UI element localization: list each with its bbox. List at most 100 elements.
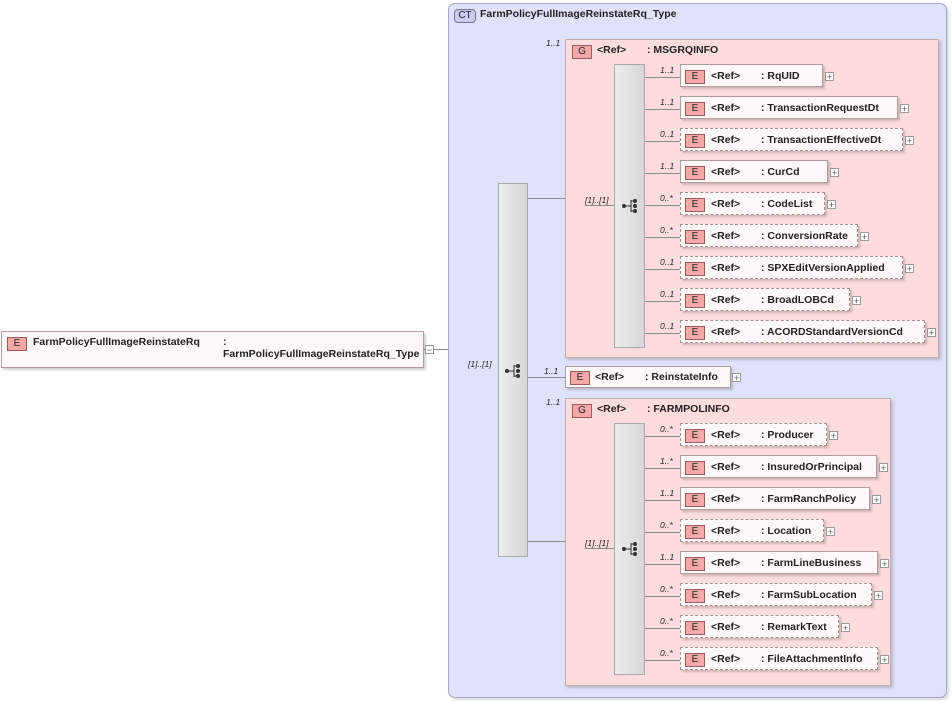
element-card: 0..* (660, 225, 673, 235)
root-element-name: FarmPolicyFullImageReinstateRq (33, 336, 200, 348)
element-name: : TransactionEffectiveDt (761, 134, 882, 146)
group-name: : FARMPOLINFO (647, 403, 730, 415)
element-ref: <Ref> (595, 371, 625, 383)
child-element[interactable]: E<Ref>: SPXEditVersionApplied+ (680, 256, 914, 279)
expand-icon[interactable]: + (826, 527, 835, 537)
element-name: : TransactionRequestDt (761, 102, 879, 114)
child-element[interactable]: E<Ref>: Location+ (680, 519, 835, 542)
element-ref: <Ref> (711, 70, 741, 82)
child-element[interactable]: E<Ref>: FarmRanchPolicy+ (680, 487, 881, 510)
child-element[interactable]: E<Ref>: FarmLineBusiness+ (680, 551, 889, 574)
root-element[interactable]: E FarmPolicyFullImageReinstateRq : FarmP… (1, 331, 434, 368)
element-tag: E (685, 589, 705, 603)
element-name: : ConversionRate (761, 230, 848, 242)
element-tag: E (685, 557, 705, 571)
element-ref: <Ref> (711, 493, 741, 505)
element-name: : CurCd (761, 166, 800, 178)
connector (645, 468, 680, 469)
connector (645, 436, 680, 437)
element-card: 1..1 (660, 488, 675, 498)
element-card: 1..1 (660, 97, 675, 107)
element-ref: <Ref> (711, 102, 741, 114)
element-name: : ReinstateInfo (645, 371, 718, 383)
child-element[interactable]: E<Ref>: RemarkText+ (680, 615, 850, 638)
element-ref: <Ref> (711, 525, 741, 537)
element-ref: <Ref> (711, 294, 741, 306)
element-ref: <Ref> (711, 262, 741, 274)
child-element[interactable]: E<Ref>: CodeList+ (680, 192, 836, 215)
connector (645, 500, 680, 501)
element-tag: E (685, 134, 705, 148)
expand-icon[interactable]: + (830, 168, 839, 178)
expand-icon[interactable]: + (872, 495, 881, 505)
expand-icon[interactable]: + (905, 264, 914, 274)
element-tag: E (685, 525, 705, 539)
expand-icon[interactable]: + (879, 463, 888, 473)
root-connector (423, 349, 448, 350)
element-ref: <Ref> (711, 653, 741, 665)
child-element[interactable]: E<Ref>: TransactionRequestDt+ (680, 96, 909, 119)
connector (645, 564, 680, 565)
connector (585, 205, 615, 206)
element-ref: <Ref> (711, 134, 741, 146)
child-element[interactable]: E<Ref>: RqUID+ (680, 64, 834, 87)
element-tag: E (570, 371, 590, 385)
connector (645, 532, 680, 533)
connector (645, 109, 680, 110)
group-tag: G (572, 404, 592, 418)
expand-icon[interactable]: + (927, 328, 936, 338)
connector (645, 333, 680, 334)
connector (528, 377, 565, 378)
element-ref: <Ref> (711, 557, 741, 569)
child-element[interactable]: E<Ref>: FileAttachmentInfo+ (680, 647, 889, 670)
child-element[interactable]: E<Ref>: Producer+ (680, 423, 838, 446)
child-element[interactable]: E<Ref>: FarmSubLocation+ (680, 583, 883, 606)
expand-icon[interactable]: + (880, 559, 889, 569)
expand-icon[interactable]: + (825, 72, 834, 82)
expand-icon[interactable]: + (732, 373, 741, 383)
child-element[interactable]: E<Ref>: CurCd+ (680, 160, 839, 183)
element-name: : FarmRanchPolicy (761, 493, 857, 505)
element-tag: E (685, 262, 705, 276)
element-name: : CodeList (761, 198, 813, 210)
element-name: : RqUID (761, 70, 800, 82)
child-element[interactable]: E<Ref>: ACORDStandardVersionCd+ (680, 320, 936, 343)
child-element[interactable]: E<Ref>: InsuredOrPrincipal+ (680, 455, 888, 478)
connector (645, 173, 680, 174)
element-tag: E (685, 326, 705, 340)
element-card: 0..* (660, 616, 673, 626)
child-element[interactable]: E<Ref>: ConversionRate+ (680, 224, 869, 247)
connector (645, 237, 680, 238)
group-sequence-card: [1]..[1] (585, 538, 609, 548)
expand-icon[interactable]: + (829, 431, 838, 441)
expand-icon[interactable]: + (900, 104, 909, 114)
child-element[interactable]: E <Ref> : TransactionEffectiveDt + (680, 128, 914, 151)
child-element[interactable]: E<Ref>: BroadLOBCd+ (680, 288, 861, 311)
sequence-icon (622, 198, 642, 219)
expand-icon[interactable]: + (860, 232, 869, 242)
element-tag: E (7, 337, 27, 351)
element-name: : ACORDStandardVersionCd (761, 326, 903, 338)
expand-icon[interactable]: + (827, 200, 836, 210)
element-card: 1..* (660, 456, 673, 466)
element-reinstateinfo[interactable]: E <Ref> : ReinstateInfo + (565, 366, 741, 388)
element-tag: E (685, 429, 705, 443)
group-name: : MSGRQINFO (647, 44, 719, 56)
expand-icon[interactable]: + (905, 136, 914, 146)
complex-type-tag: CT (454, 9, 476, 23)
sequence-icon (622, 541, 642, 562)
collapse-icon[interactable]: − (425, 345, 434, 355)
group-card: 1..1 (546, 397, 561, 407)
group-sequence-card: [1]..[1] (585, 195, 609, 205)
expand-icon[interactable]: + (880, 655, 889, 665)
group-ref: <Ref> (597, 44, 627, 56)
element-ref: <Ref> (711, 198, 741, 210)
element-card: 0..1 (660, 257, 675, 267)
group-ref: <Ref> (597, 403, 627, 415)
expand-icon[interactable]: + (874, 591, 883, 601)
expand-icon[interactable]: + (841, 623, 850, 633)
element-tag: E (685, 166, 705, 180)
element-ref: <Ref> (711, 461, 741, 473)
expand-icon[interactable]: + (852, 296, 861, 306)
element-name: : RemarkText (761, 621, 827, 633)
